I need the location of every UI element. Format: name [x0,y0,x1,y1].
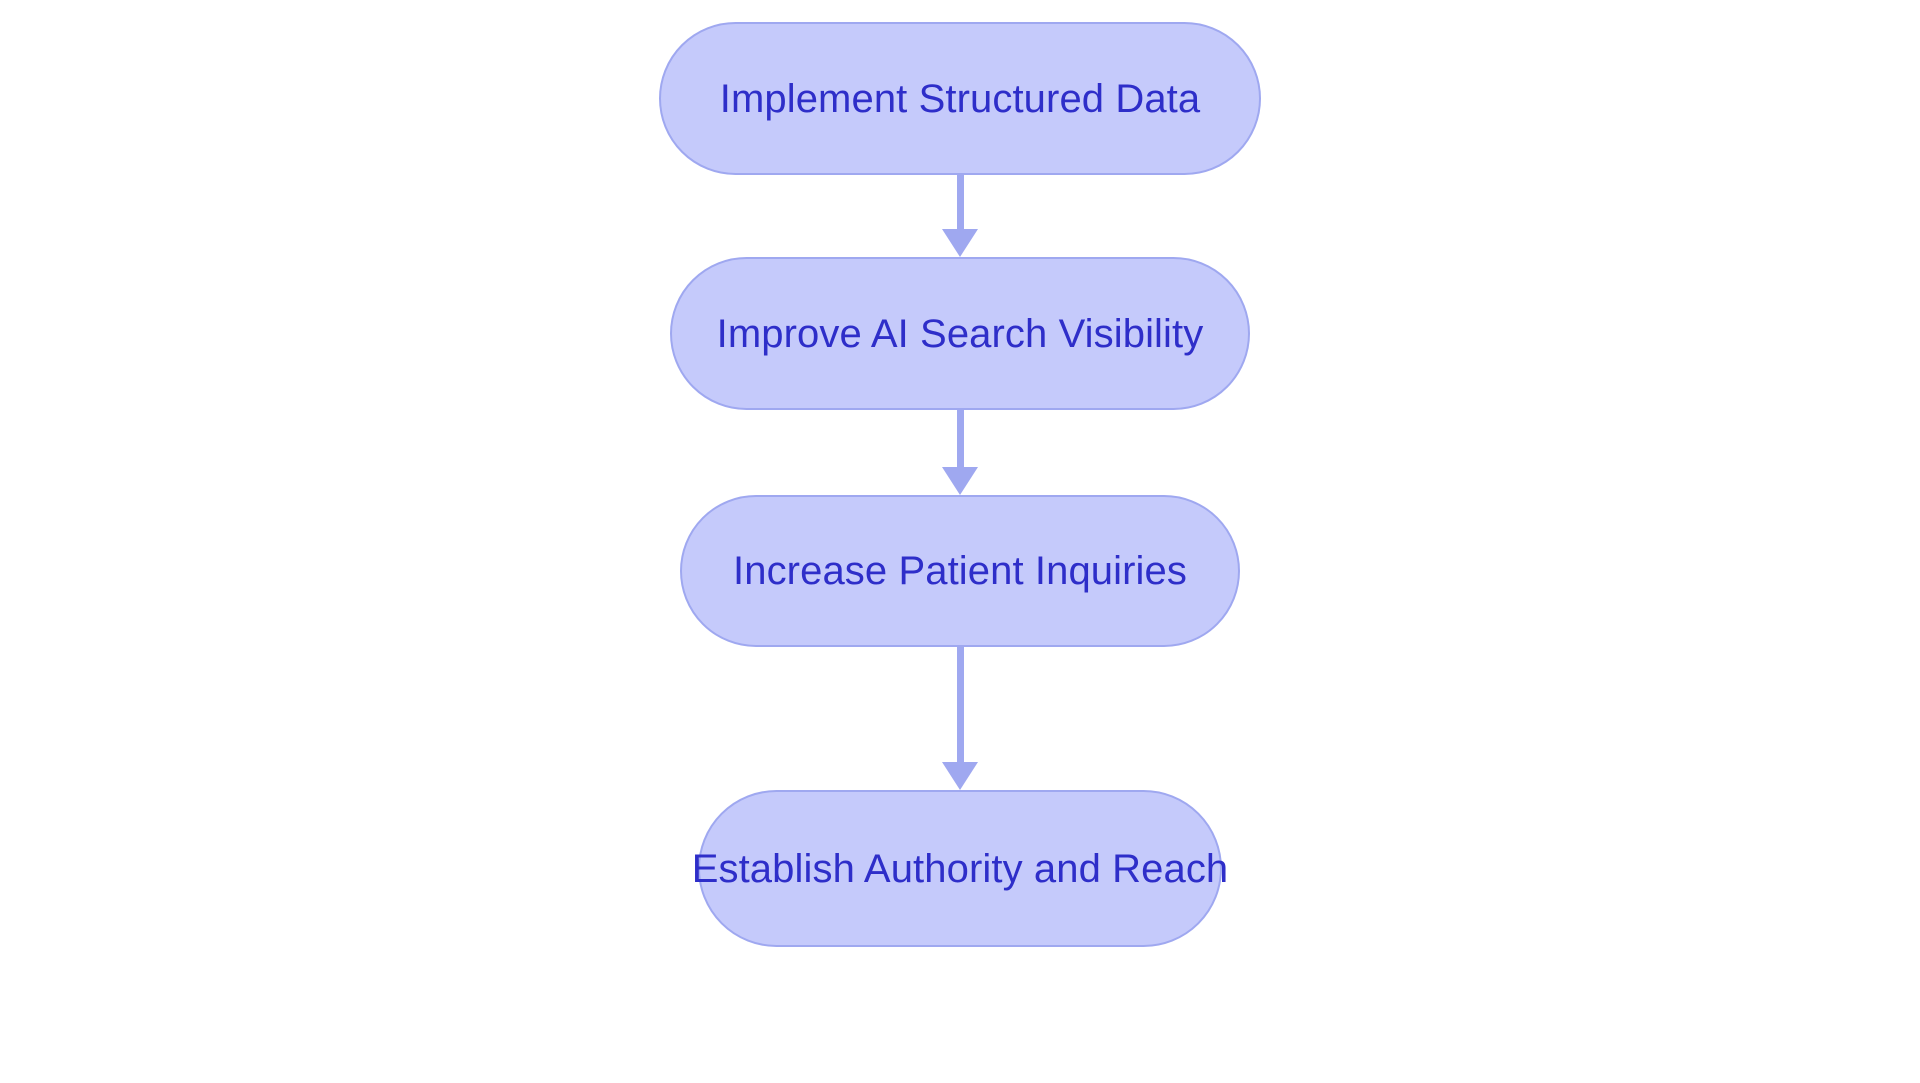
flow-node-improve-ai-search-visibility[interactable]: Improve AI Search Visibility [670,257,1250,410]
flow-edge-n1-to-n2 [940,175,980,257]
flow-node-label: Increase Patient Inquiries [733,549,1187,593]
flow-node-establish-authority-and-reach[interactable]: Establish Authority and Reach [692,790,1228,947]
edge-line [956,175,964,229]
flow-edge-n2-to-n3 [940,410,980,495]
flow-node-implement-structured-data[interactable]: Implement Structured Data [659,22,1261,175]
flow-node-label: Improve AI Search Visibility [716,311,1204,356]
arrowhead-down-icon [942,762,978,790]
arrowhead-down-icon [942,229,978,257]
edge-line [956,647,964,762]
flow-node-label: Establish Authority and Reach [691,846,1229,891]
flow-node-increase-patient-inquiries[interactable]: Increase Patient Inquiries [680,495,1240,647]
flow-node-label: Implement Structured Data [719,76,1201,121]
arrowhead-down-icon [942,467,978,495]
flow-edge-n3-to-n4 [940,647,980,790]
edge-line [956,410,964,467]
